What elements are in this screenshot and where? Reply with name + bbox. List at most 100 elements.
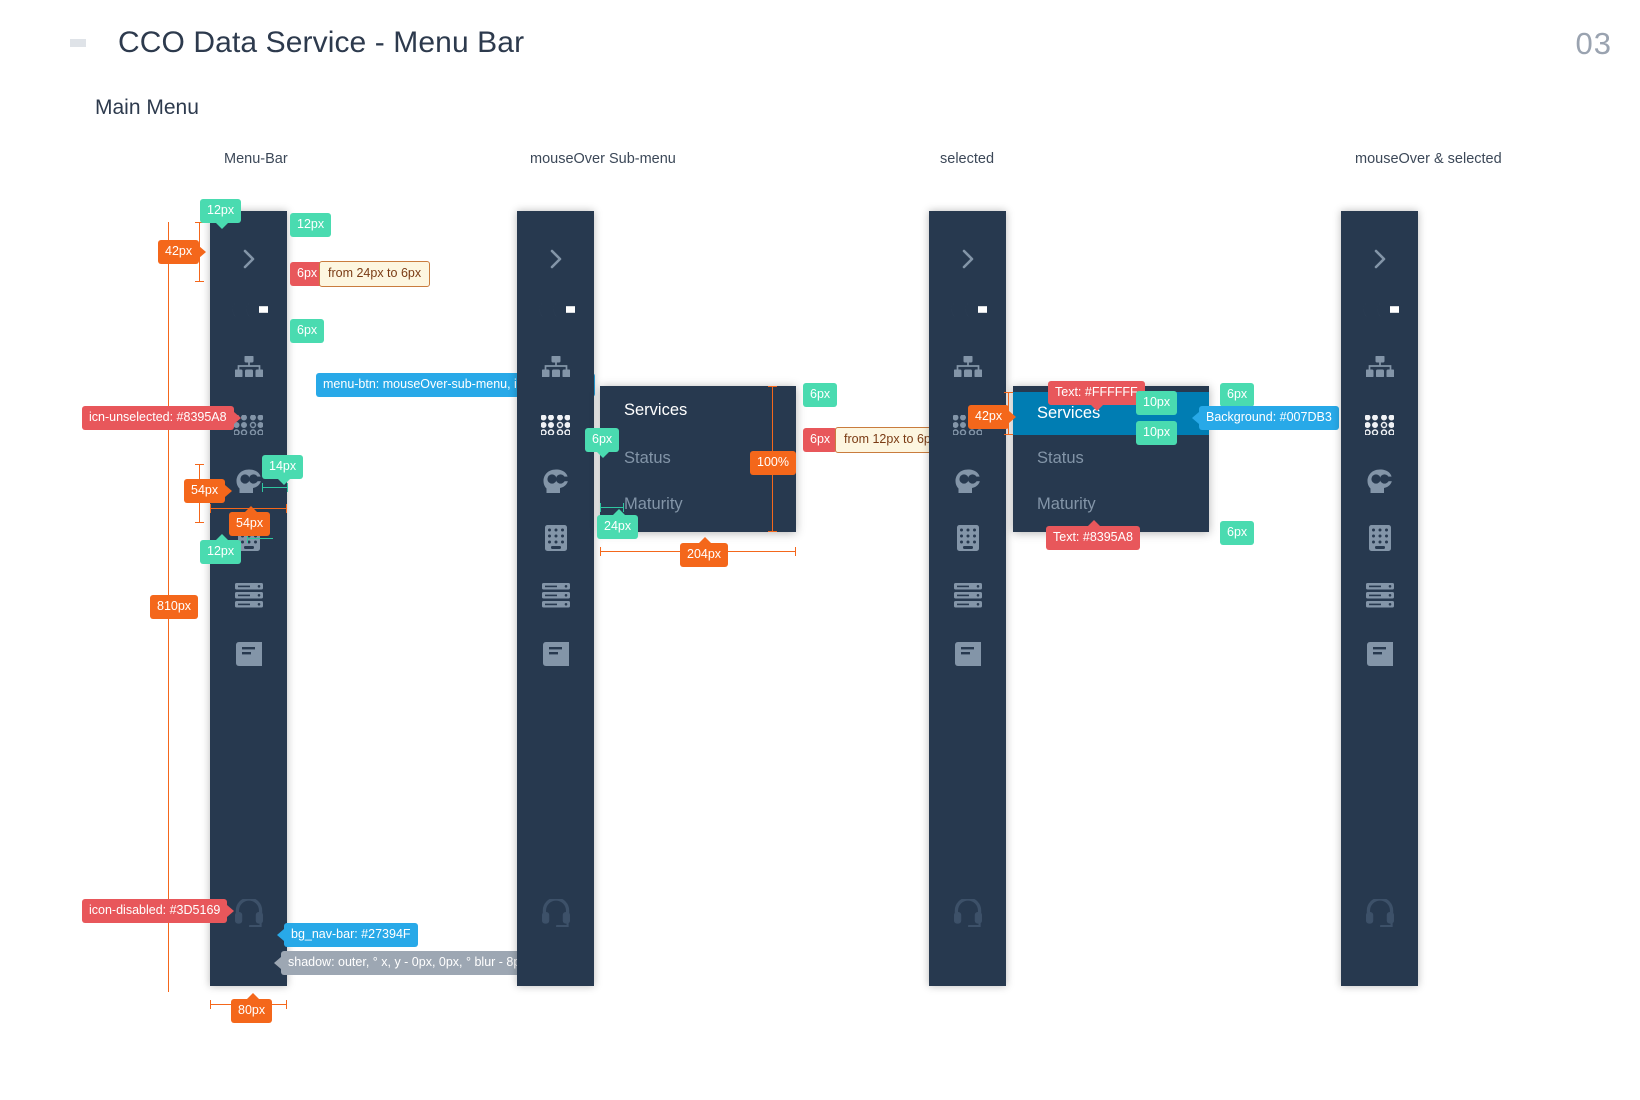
nav-item-hierarchy[interactable] bbox=[1341, 344, 1418, 389]
nav-item-hierarchy[interactable] bbox=[210, 344, 287, 389]
page-title: CCO Data Service - Menu Bar bbox=[118, 26, 525, 59]
nav-item-keypad[interactable] bbox=[1341, 515, 1418, 560]
annotation-14px: 14px bbox=[262, 455, 304, 484]
nav-item-book[interactable] bbox=[1341, 631, 1418, 676]
annotation-6px-sel-bottom: 6px bbox=[1220, 521, 1255, 545]
submenu-item-maturity[interactable]: Maturity bbox=[1037, 494, 1096, 513]
measure-cap bbox=[195, 464, 204, 465]
column-label-selected: selected bbox=[940, 151, 995, 167]
nav-item-brand bbox=[517, 287, 594, 332]
submenu-item-maturity[interactable]: Maturity bbox=[624, 494, 683, 513]
annotation-shadow: shadow: outer, ° x, y - 0px, 0px, ° blur… bbox=[274, 951, 534, 975]
chevron-right-icon bbox=[1374, 249, 1385, 268]
nav-item-hierarchy[interactable] bbox=[929, 344, 1006, 389]
measure-cap bbox=[195, 522, 204, 523]
server-stack-icon bbox=[234, 583, 263, 608]
annotation-12px-top: 12px bbox=[200, 199, 242, 228]
annotation-text-white: Text: #FFFFFF bbox=[1048, 381, 1145, 410]
measure-cap bbox=[195, 281, 204, 282]
annotation-text-gray: Text: #8395A8 bbox=[1046, 520, 1140, 550]
annotation-54px-height: 54px bbox=[184, 479, 233, 503]
nav-rail-selected bbox=[929, 211, 1006, 986]
hierarchy-icon bbox=[541, 356, 570, 377]
annotation-6px-hier: 6px bbox=[290, 319, 325, 343]
dot-grid-icon bbox=[1365, 414, 1394, 435]
ai-head-icon bbox=[955, 469, 980, 493]
nav-item-brand bbox=[1341, 287, 1418, 332]
cc-logo-icon bbox=[539, 300, 575, 319]
keypad-icon bbox=[956, 524, 979, 551]
annotation-icn-unselected: icn-unselected: #8395A8 bbox=[82, 406, 241, 430]
nav-item-chevron-right[interactable] bbox=[1341, 236, 1418, 281]
nav-item-server-stack[interactable] bbox=[517, 573, 594, 618]
keypad-icon bbox=[1368, 524, 1391, 551]
nav-rail-mouseover bbox=[517, 211, 594, 986]
measure-cap bbox=[287, 483, 288, 492]
nav-item-book[interactable] bbox=[517, 631, 594, 676]
measure-line-12-icon bbox=[247, 538, 273, 539]
nav-item-chevron-right[interactable] bbox=[517, 236, 594, 281]
book-icon bbox=[954, 641, 981, 666]
column-label-mouseover-selected: mouseOver & selected bbox=[1355, 151, 1502, 167]
annotation-6px-submenu-right: 6px bbox=[803, 428, 838, 452]
nav-item-hierarchy[interactable] bbox=[517, 344, 594, 389]
measure-line-24-pad bbox=[600, 507, 624, 508]
dot-grid-icon bbox=[541, 414, 570, 435]
keypad-icon bbox=[544, 524, 567, 551]
annotation-6px-sel-top: 6px bbox=[1220, 383, 1255, 407]
annotation-12px-gap: 12px bbox=[200, 534, 242, 564]
nav-item-keypad[interactable] bbox=[517, 515, 594, 560]
ai-head-icon bbox=[543, 469, 568, 493]
annotation-54px-width: 54px bbox=[229, 506, 271, 536]
cc-logo-icon bbox=[1363, 300, 1399, 319]
nav-item-headset[interactable] bbox=[1341, 890, 1418, 935]
annotation-6px-logo: 6px bbox=[290, 262, 325, 286]
annotation-204px: 204px bbox=[680, 537, 729, 567]
measure-cap bbox=[768, 386, 777, 387]
nav-item-dot-grid-hover[interactable] bbox=[1341, 402, 1418, 447]
nav-item-keypad[interactable] bbox=[929, 515, 1006, 560]
hierarchy-icon bbox=[953, 356, 982, 377]
nav-item-chevron-right[interactable] bbox=[929, 236, 1006, 281]
nav-item-headset[interactable] bbox=[929, 890, 1006, 935]
cc-logo-icon bbox=[951, 300, 987, 319]
nav-item-server-stack[interactable] bbox=[929, 573, 1006, 618]
nav-item-chevron-right[interactable] bbox=[210, 236, 287, 281]
submenu-item-status[interactable]: Status bbox=[624, 448, 671, 467]
annotation-10px-top: 10px bbox=[1136, 391, 1178, 415]
measure-cap bbox=[195, 222, 204, 223]
nav-item-ai-head[interactable] bbox=[517, 458, 594, 503]
annotation-icon-disabled: icon-disabled: #3D5169 bbox=[82, 899, 235, 923]
annotation-background-blue: Background: #007DB3 bbox=[1192, 406, 1339, 430]
measure-cap bbox=[247, 534, 248, 543]
nav-item-ai-head[interactable] bbox=[929, 458, 1006, 503]
chevron-right-icon bbox=[962, 249, 973, 268]
page-header: CCO Data Service - Menu Bar 03 bbox=[0, 0, 1640, 88]
nav-item-dot-grid-hover[interactable] bbox=[517, 402, 594, 447]
server-stack-icon bbox=[541, 583, 570, 608]
annotation-810px: 810px bbox=[150, 595, 199, 619]
nav-item-book[interactable] bbox=[210, 631, 287, 676]
nav-item-headset[interactable] bbox=[517, 890, 594, 935]
book-icon bbox=[542, 641, 569, 666]
headset-icon bbox=[541, 898, 570, 927]
hierarchy-icon bbox=[234, 356, 263, 377]
cc-logo-icon bbox=[25, 26, 86, 60]
measure-cap bbox=[210, 1000, 211, 1009]
nav-item-server-stack[interactable] bbox=[210, 573, 287, 618]
annotation-6px-submenu-top: 6px bbox=[803, 383, 838, 407]
submenu-item-services[interactable]: Services bbox=[624, 401, 688, 419]
cc-logo-icon bbox=[232, 300, 268, 319]
nav-item-server-stack[interactable] bbox=[1341, 573, 1418, 618]
headset-icon bbox=[953, 898, 982, 927]
nav-item-brand bbox=[210, 287, 287, 332]
annotation-12px-chevron: 12px bbox=[290, 213, 332, 237]
nav-item-brand bbox=[929, 287, 1006, 332]
chevron-right-icon bbox=[243, 249, 254, 268]
annotation-42px: 42px bbox=[158, 240, 207, 264]
book-icon bbox=[235, 641, 262, 666]
nav-item-ai-head[interactable] bbox=[1341, 458, 1418, 503]
submenu-item-status[interactable]: Status bbox=[1037, 448, 1084, 467]
nav-item-book[interactable] bbox=[929, 631, 1006, 676]
ai-head-icon bbox=[1367, 469, 1392, 493]
